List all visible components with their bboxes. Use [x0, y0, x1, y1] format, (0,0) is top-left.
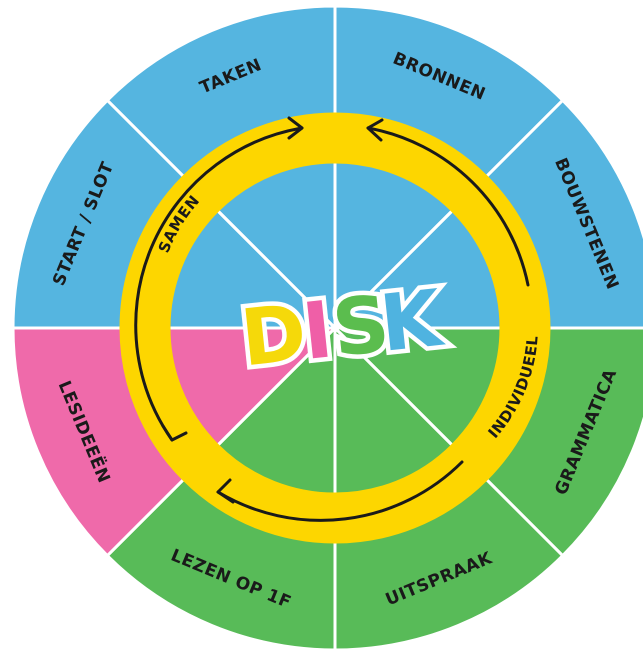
arrowhead-top-right	[366, 118, 384, 142]
arrow-bottom-right-to-left	[216, 460, 464, 522]
logo-letter-d: D	[237, 288, 311, 384]
inner-divider-line	[217, 326, 337, 446]
arrowhead-left-bottom	[161, 424, 188, 442]
yellow-ring	[119, 112, 551, 544]
arrowhead-bottom-left	[216, 478, 235, 504]
inner-divider-line	[217, 210, 337, 330]
inner-divider-lines	[171, 164, 499, 492]
logo-letter-s: S	[328, 279, 393, 374]
cycle-arrows	[134, 116, 530, 522]
inner-divider-line	[333, 210, 453, 330]
inner-divider-line	[333, 326, 453, 446]
arrow-left-top-to-bottom	[134, 126, 304, 442]
arrow-top-right-to-left	[366, 126, 530, 287]
arrowhead-top-left	[287, 116, 304, 140]
logo-letter-k: K	[376, 274, 448, 370]
